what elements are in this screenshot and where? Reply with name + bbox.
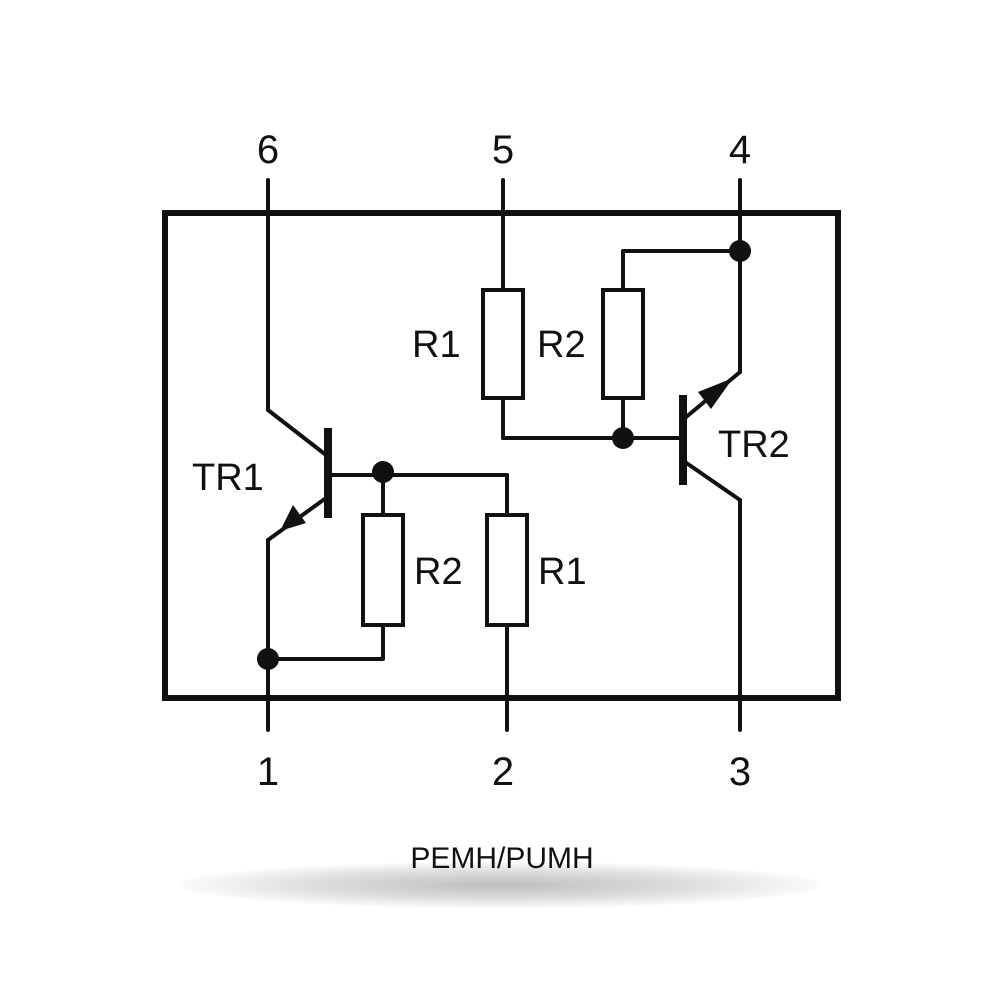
tr1-base-junction	[372, 461, 394, 483]
part-number-caption: PEMH/PUMH	[410, 842, 593, 875]
tr2-resistor-r2	[601, 288, 645, 400]
pin-6-label: 6	[257, 128, 279, 172]
tr2-r1-label: R1	[412, 324, 461, 366]
tr1-r1-label: R1	[538, 551, 587, 593]
pin-1-label: 1	[257, 750, 279, 794]
tr2-resistor-r1	[481, 288, 525, 400]
tr2-emitter-arrow	[698, 378, 733, 409]
tr2-r2-emitter-wire	[621, 249, 742, 292]
tr2-collector	[683, 460, 742, 502]
tr2-r2-label: R2	[537, 324, 586, 366]
tr1-emitter-arrow	[280, 505, 306, 531]
tr2-base-junction	[612, 427, 634, 449]
caption-shadow	[180, 862, 820, 908]
pin-1-junction	[257, 648, 279, 670]
pin-2-label: 2	[492, 750, 514, 794]
tr1-resistor-r2	[361, 513, 405, 627]
tr1-r2-emitter-wire	[266, 623, 385, 661]
tr2-label: TR2	[718, 424, 790, 466]
tr1-resistor-r1	[485, 513, 529, 627]
pin-3-label: 3	[729, 750, 751, 794]
pin-4-label: 4	[729, 128, 751, 172]
tr1-r2-label: R2	[414, 551, 463, 593]
pin-4-junction	[729, 240, 751, 262]
tr1-collector	[266, 408, 328, 457]
tr1-label: TR1	[192, 457, 264, 499]
pin-5-label: 5	[492, 128, 514, 172]
